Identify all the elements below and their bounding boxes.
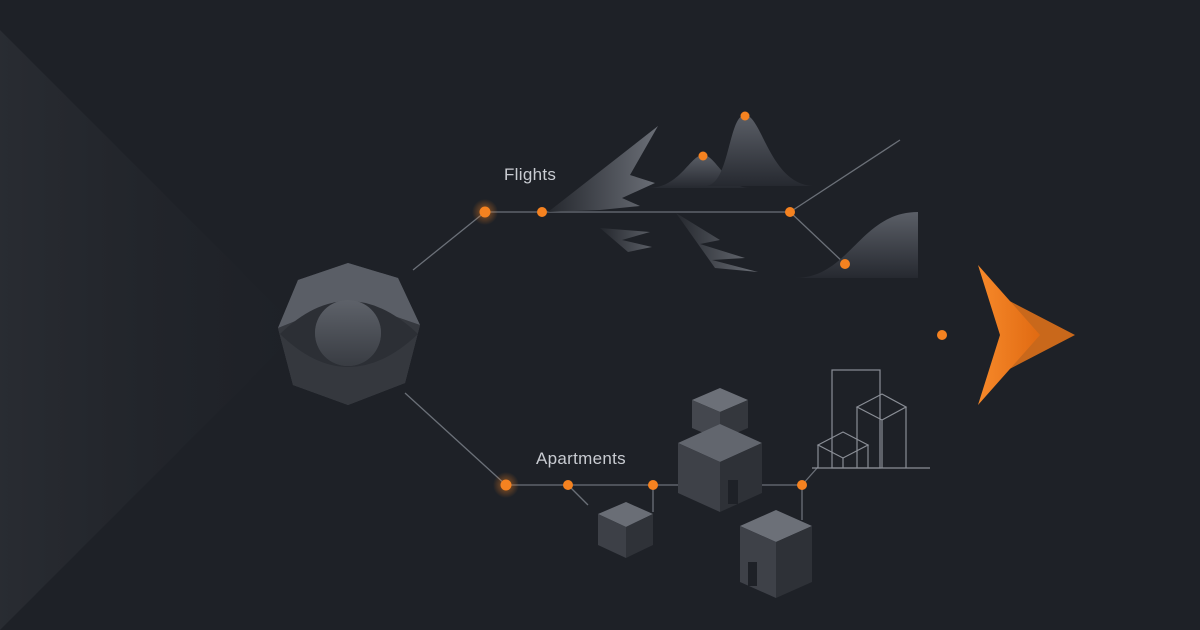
connector-lines [404,139,901,520]
apartments-label: Apartments [536,449,626,468]
light-beam [0,30,300,630]
building-icon [740,510,812,598]
cube-icon [598,502,653,558]
eye-icon [278,263,420,405]
building-icon [678,388,762,512]
bell-curve-icon [648,115,918,278]
play-arrow-icon [978,265,1075,405]
flights-label: Flights [504,165,557,184]
building-icon [812,369,930,469]
wings-icon [548,126,758,272]
connector-nodes [472,111,947,498]
